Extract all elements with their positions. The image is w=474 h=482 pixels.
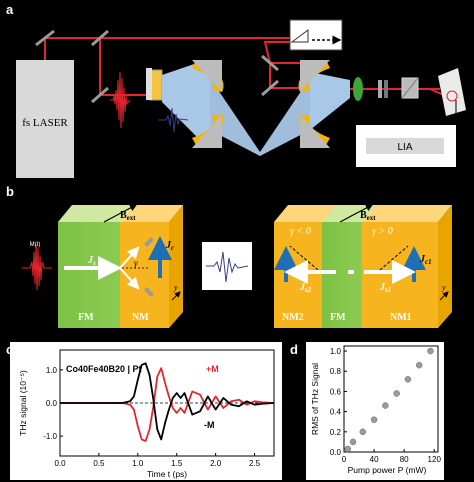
chart-c-series-plus-m: [60, 367, 275, 442]
chart-d-xtick-label: 120: [428, 455, 442, 464]
left-jc-label: Jc: [165, 240, 174, 252]
right-nm1-label: NM1: [390, 312, 412, 323]
chart-d-xtick-label: 40: [370, 455, 379, 464]
thz-beam-focus: [210, 78, 310, 156]
chart-d-point: [393, 390, 400, 397]
pulse-caption: M(t): [30, 242, 41, 248]
chart-d-point: [415, 361, 423, 369]
right-y-label: y: [441, 283, 446, 292]
chart-d-point: [359, 428, 367, 436]
chart-d-ylabel: RMS of THz Signal: [310, 363, 320, 435]
chart-d-point: [382, 402, 389, 409]
left-bext: Bext: [120, 210, 136, 222]
chart-c-series-minus-m: [60, 362, 275, 441]
chart-d-ytick-label: 0.0: [330, 448, 342, 457]
left-fm-label: FM: [78, 312, 94, 323]
left-block: Bext Js γ Jc FM NM y: [58, 204, 183, 328]
right-jc1-label: Jc1: [419, 254, 432, 266]
left-y-label: y: [173, 283, 178, 292]
chart-d-xlabel: Pump power P (mW): [348, 465, 427, 475]
minus-m-label: -M: [204, 420, 215, 430]
panel-b: b M(t) Bext Js γ: [6, 184, 452, 328]
right-y-axis: [439, 291, 449, 301]
chart-c-xtick-label: 0.0: [54, 459, 66, 468]
chart-d-point: [370, 416, 378, 423]
right-jc2-label: Jc2: [261, 258, 274, 270]
left-gamma: γ: [134, 258, 138, 268]
left-bext-arrow: [103, 204, 138, 223]
right-bext-arrow: [339, 204, 374, 223]
chart-d-ytick-label: 1.0: [330, 347, 342, 356]
lia-label: LIA: [397, 142, 412, 153]
left-y-axis: [171, 291, 181, 301]
chart-c-ytick-label: 0.0: [46, 399, 58, 408]
chart-c-xtick-label: 1.5: [171, 459, 183, 468]
panel-a: a fs LASER: [6, 2, 466, 178]
chart-d-point: [349, 438, 357, 446]
plus-m-label: +M: [206, 364, 219, 374]
chart-c-xtick-label: 0.5: [93, 459, 105, 468]
parabolic-mirrors: [192, 60, 330, 148]
thz-beam-in: [162, 62, 210, 140]
chart-d-xtick-label: 0: [342, 455, 347, 464]
chart-d-ytick-label: 0.2: [330, 428, 342, 437]
panel-b-label: b: [6, 184, 14, 199]
panel-d-label: d: [290, 342, 298, 357]
left-spin-down-arrow: [119, 267, 140, 290]
detection-optics: [353, 68, 466, 116]
emitter-substrate: [146, 68, 152, 100]
thz-beam-out: [310, 72, 350, 130]
chart-c-xtick-label: 1.0: [132, 459, 144, 468]
chart-c-ytick-label: 1.0: [46, 366, 58, 375]
left-nm-label: NM: [132, 312, 149, 323]
laser-box: [16, 60, 74, 178]
right-bext: Bext: [360, 210, 376, 222]
chart-d-point: [427, 347, 434, 355]
mirrors: [35, 29, 279, 104]
delay-stage: [289, 19, 343, 51]
right-js2-label: Js2: [299, 282, 312, 294]
chart-c-ytick-label: -1.0: [43, 432, 57, 441]
right-fm-label: FM: [330, 312, 346, 323]
left-js-label: Js: [87, 255, 96, 267]
chart-d-point: [344, 445, 352, 453]
thz-pulse-icon: [158, 107, 189, 133]
panel-a-label: a: [6, 2, 14, 17]
chart-c-ylabel: THz signal (10⁻⁵): [18, 370, 28, 436]
chart-d-ytick-label: 0.4: [330, 408, 342, 417]
left-spin-up-arrow: [119, 246, 140, 269]
chart-c-xtick-label: 2.5: [249, 459, 261, 468]
right-gamma-pos: γ > 0: [372, 226, 393, 237]
chart-d-frame: [343, 345, 439, 453]
pump-pulse-icon: [110, 71, 131, 129]
chart-c-xtick-label: 2.0: [210, 459, 222, 468]
magnetization-pulse-inset: M(t): [22, 242, 52, 291]
thz-waveform-icon: [206, 251, 249, 283]
panel-c-label: c: [6, 342, 13, 357]
sample-label: Co40Fe40B20 | Pt: [66, 364, 142, 374]
laser-label: fs LASER: [22, 117, 68, 129]
chart-c-xlabel: Time t (ps): [147, 469, 187, 479]
right-nm2-label: NM2: [282, 312, 304, 323]
chart-d-ytick-label: 0.6: [330, 387, 342, 396]
chart-d-xtick-label: 80: [400, 455, 409, 464]
chart-d-ytick-label: 0.8: [330, 367, 342, 376]
right-gamma-neg: γ < 0: [290, 226, 311, 237]
chart-d-point: [404, 376, 412, 383]
right-block: Bext γ < 0 γ > 0 Jc2 Jc1 Js2 Js1 NM2 FM …: [261, 204, 452, 328]
right-js1-label: Js1: [379, 282, 391, 294]
lia-display: [366, 138, 444, 154]
